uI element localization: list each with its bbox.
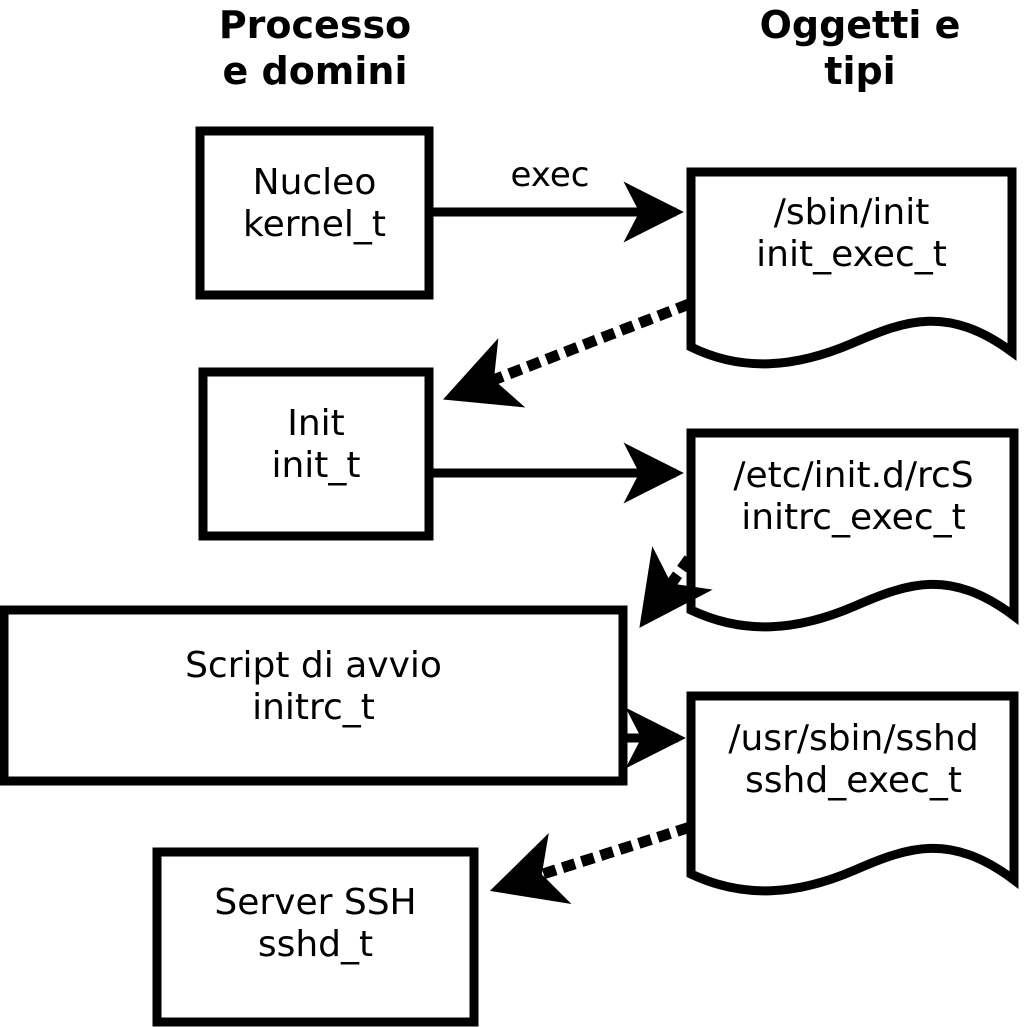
edge-init-exec-to-init[interactable] bbox=[443, 298, 692, 408]
column-header-objects: Oggetti e tipi bbox=[759, 3, 961, 94]
node-init-exec[interactable] bbox=[686, 167, 1017, 369]
node-sshd[interactable] bbox=[152, 847, 479, 1027]
node-init[interactable] bbox=[198, 367, 434, 541]
edge-initrc-exec-to-initrc[interactable] bbox=[637, 546, 713, 628]
edge-label-exec: exec bbox=[510, 155, 590, 195]
node-kernel[interactable] bbox=[195, 126, 434, 300]
node-sshd-exec[interactable] bbox=[686, 691, 1019, 896]
column-header-processes: Processo e domini bbox=[218, 3, 412, 94]
edge-sshd-exec-to-sshd[interactable] bbox=[489, 822, 691, 904]
node-initrc-exec[interactable] bbox=[686, 428, 1019, 632]
node-initrc[interactable] bbox=[0, 605, 628, 786]
